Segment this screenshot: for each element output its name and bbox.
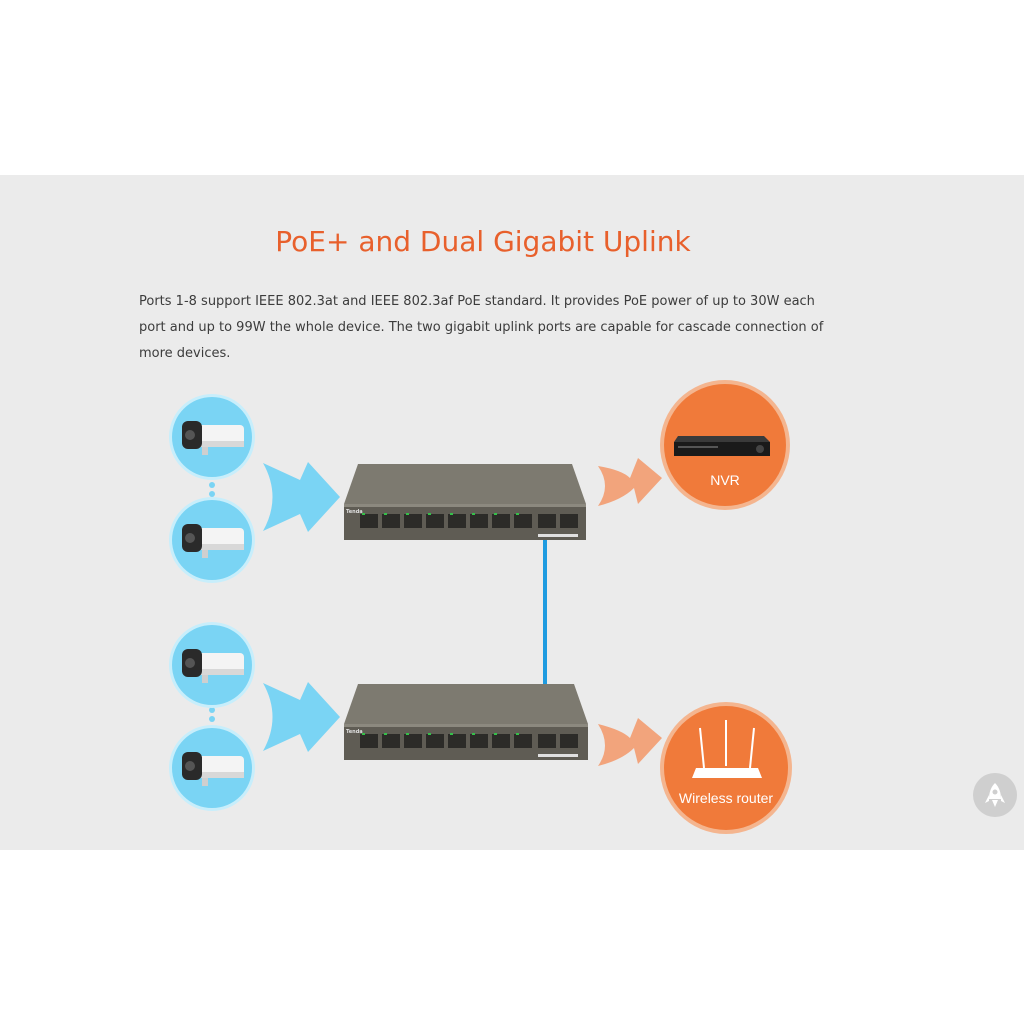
- camera-icon: [182, 524, 244, 558]
- nvr-label: NVR: [710, 472, 740, 488]
- camera-icon: [182, 649, 244, 683]
- arrow-icon: [598, 718, 662, 766]
- camera-icon: [182, 752, 244, 786]
- poe-switch-icon: Tenda: [344, 684, 588, 760]
- arrow-icon: [263, 462, 340, 532]
- camera-2: [172, 500, 252, 580]
- camera-4: [172, 728, 252, 808]
- section-title: PoE+ and Dual Gigabit Uplink: [275, 225, 691, 258]
- svg-text:Tenda: Tenda: [346, 509, 363, 515]
- router-device: Wireless router: [664, 706, 788, 830]
- nvr-device: NVR: [664, 384, 786, 506]
- camera-icon: [182, 421, 244, 455]
- router-label: Wireless router: [678, 790, 774, 806]
- rocket-icon: [985, 783, 1005, 807]
- section-description: Ports 1-8 support IEEE 802.3at and IEEE …: [139, 294, 824, 361]
- camera-1: [172, 397, 252, 477]
- wireless-router-icon: [692, 720, 762, 778]
- arrow-icon: [598, 458, 662, 506]
- arrow-icon: [263, 682, 340, 752]
- svg-text:Tenda: Tenda: [346, 729, 363, 735]
- back-to-top-button[interactable]: [973, 773, 1017, 817]
- nvr-icon: [674, 436, 770, 456]
- camera-3: [172, 625, 252, 705]
- poe-switch-icon: Tenda: [344, 464, 586, 540]
